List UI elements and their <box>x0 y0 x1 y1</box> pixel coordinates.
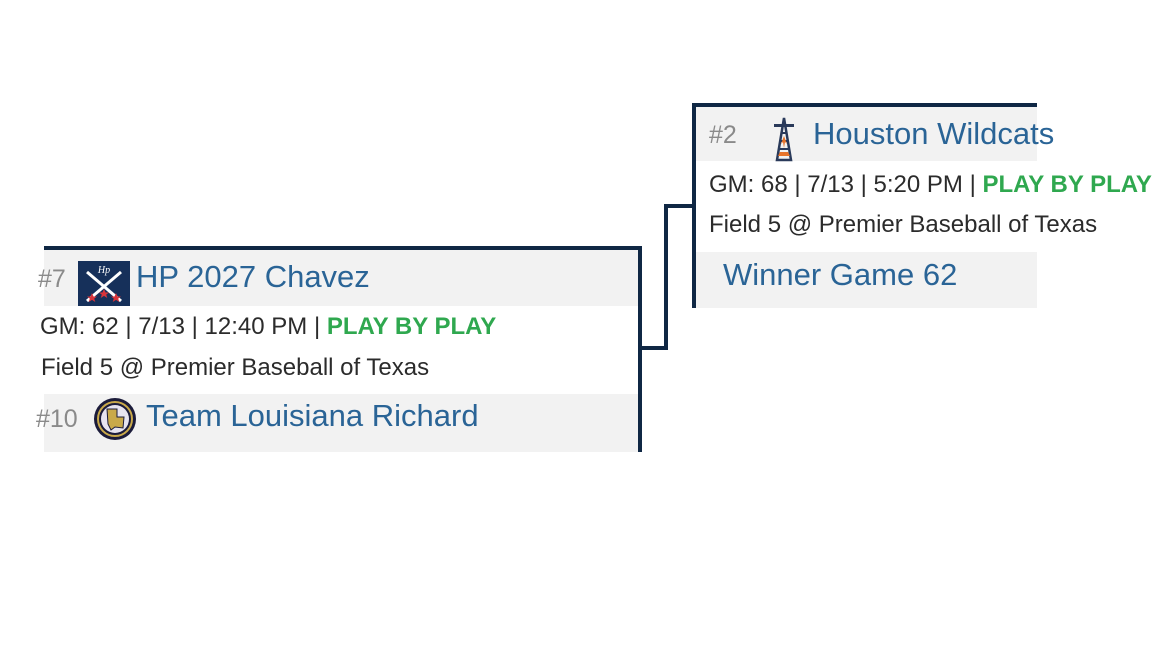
game-info-line: GM: 62 | 7/13 | 12:40 PM | PLAY BY PLAY <box>40 306 638 347</box>
louisiana-logo-icon <box>93 397 137 441</box>
hp-logo-icon: Hp <box>78 261 130 308</box>
game-info-line: GM: 68 | 7/13 | 5:20 PM | PLAY BY PLAY <box>696 165 1152 205</box>
bottom-team-row[interactable]: #10 Team Louisiana Richard <box>36 394 638 452</box>
top-team-row[interactable]: #2 Houston Wildcats <box>696 107 1054 162</box>
field-info-line: Field 5 @ Premier Baseball of Texas <box>696 205 1097 245</box>
svg-text:Hp: Hp <box>97 265 110 276</box>
derrick-logo-icon <box>766 116 802 162</box>
field-location: Field 5 @ Premier Baseball of Texas <box>709 211 1098 238</box>
team-name-link[interactable]: Team Louisiana Richard <box>146 398 479 433</box>
play-by-play-link[interactable]: PLAY BY PLAY <box>326 313 497 340</box>
top-team-row[interactable]: #7 Hp HP 2027 Chavez <box>38 250 638 308</box>
game-details: GM: 68 | 7/13 | 5:20 PM | <box>709 171 983 198</box>
seed-label: #7 <box>38 265 66 293</box>
game-68-card: #2 Houston Wildcats GM: 68 | 7/13 | 5:20… <box>692 103 1152 308</box>
seed-label: #10 <box>36 405 78 433</box>
game-details: GM: 62 | 7/13 | 12:40 PM | <box>40 313 327 340</box>
play-by-play-link[interactable]: PLAY BY PLAY <box>982 171 1152 198</box>
field-location: Field 5 @ Premier Baseball of Texas <box>41 354 430 381</box>
game-62-card: #7 Hp HP 2027 Chavez GM: 62 | 7/13 | 12:… <box>36 246 642 452</box>
seed-label: #2 <box>709 121 737 149</box>
team-name-link[interactable]: Houston Wildcats <box>813 116 1055 151</box>
winner-placeholder: Winner Game 62 <box>723 257 958 292</box>
team-name-link[interactable]: HP 2027 Chavez <box>136 259 370 294</box>
bottom-team-row: Winner Game 62 <box>696 252 1037 308</box>
field-info-line: Field 5 @ Premier Baseball of Texas <box>41 347 638 388</box>
